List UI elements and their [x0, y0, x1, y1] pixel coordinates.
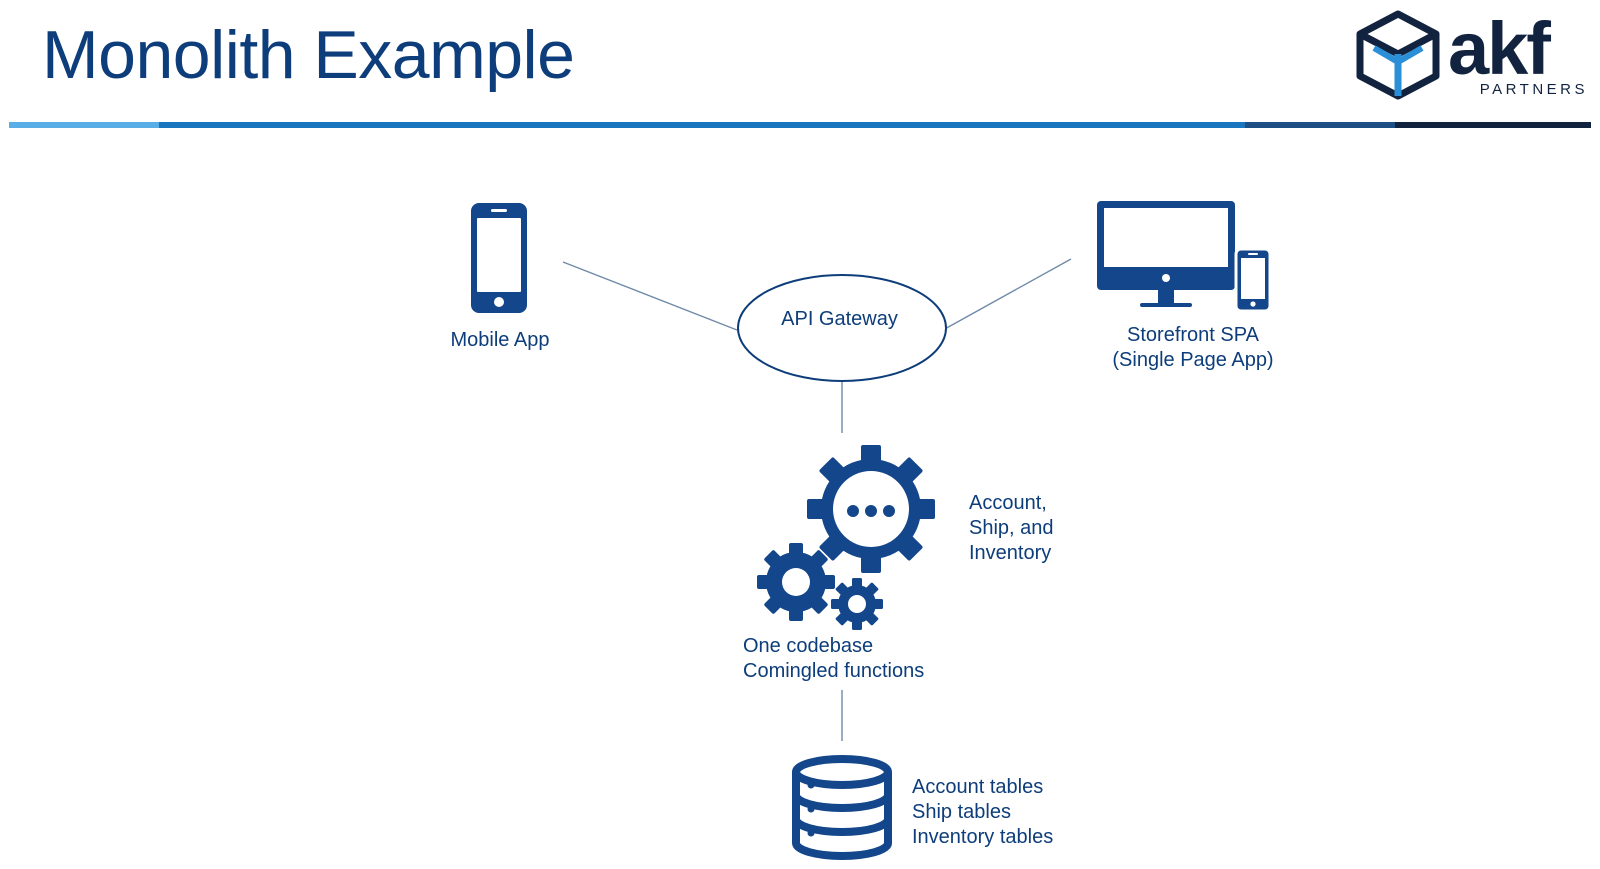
- connector-storefront-gateway: [942, 258, 1072, 331]
- database-table-item: Ship tables: [912, 801, 1011, 823]
- smartphone-icon: [471, 203, 527, 313]
- storefront-label: Storefront SPA (Single Page App): [1078, 323, 1308, 373]
- database-icon: [792, 755, 892, 860]
- api-gateway-node: [737, 274, 947, 382]
- storefront-label-line1: Storefront SPA: [1127, 324, 1259, 346]
- functions-side-label: Account, Ship, and Inventory: [969, 491, 1054, 566]
- functions-caption-line1: One codebase: [743, 635, 874, 657]
- storefront-label-line2: (Single Page App): [1112, 349, 1274, 371]
- header-divider: [9, 122, 1591, 128]
- logo-wordmark: akf: [1448, 8, 1551, 90]
- database-tables-list: Account tables Ship tables Inventory tab…: [912, 775, 1053, 850]
- slide-title: Monolith Example: [42, 17, 575, 93]
- database-table-item: Inventory tables: [912, 826, 1054, 848]
- connector-mobile-gateway: [562, 261, 738, 331]
- akf-logo: akf PARTNERS: [1356, 8, 1588, 100]
- desktop-and-phone-icon: [1097, 201, 1272, 313]
- mobile-app-label: Mobile App: [450, 329, 550, 351]
- database-table-item: Account tables: [912, 776, 1044, 798]
- functions-caption-line2: Comingled functions: [743, 660, 925, 682]
- functions-side-line2: Ship, and: [969, 517, 1054, 539]
- logo-subtitle: PARTNERS: [1480, 81, 1588, 98]
- functions-side-line1: Account,: [969, 492, 1047, 514]
- api-gateway-label: API Gateway: [781, 308, 898, 330]
- functions-side-line3: Inventory: [969, 542, 1052, 564]
- functions-caption: One codebase Comingled functions: [743, 634, 924, 684]
- cube-icon: [1356, 10, 1440, 100]
- gears-icon: [757, 445, 935, 630]
